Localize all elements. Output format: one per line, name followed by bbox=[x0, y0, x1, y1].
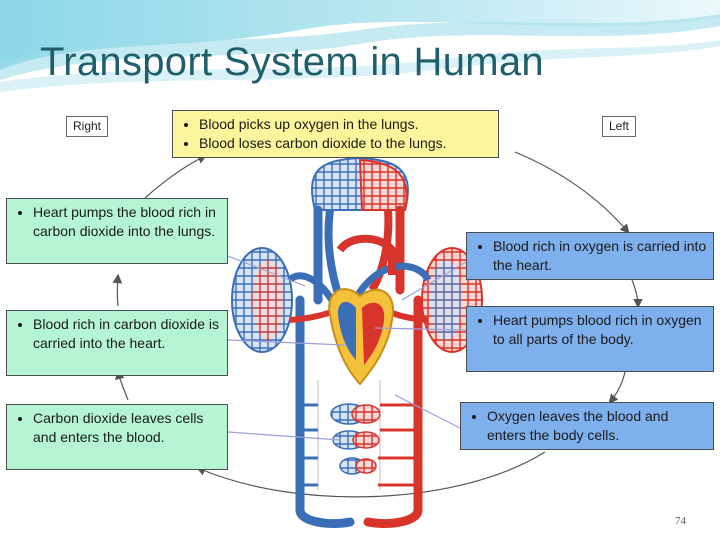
flow-arrow-right-2 bbox=[608, 371, 626, 404]
flow-arrow-left-1 bbox=[115, 369, 129, 401]
lungs-info-item: Blood picks up oxygen in the lungs. bbox=[199, 115, 492, 134]
aorta-loop bbox=[363, 205, 423, 528]
box-text: Blood rich in carbon dioxide is carried … bbox=[33, 315, 221, 353]
box-text: Blood rich in oxygen is carried into the… bbox=[493, 237, 707, 275]
oxygen-leaves-blood-box: Oxygen leaves the blood and enters the b… bbox=[460, 402, 714, 450]
box-text: Oxygen leaves the blood and enters the b… bbox=[487, 407, 707, 445]
lungs-info-box: Blood picks up oxygen in the lungs. Bloo… bbox=[172, 110, 499, 158]
heart-pumps-to-lungs-box: Heart pumps the blood rich in carbon dio… bbox=[6, 198, 228, 264]
header-wave-banner bbox=[0, 0, 720, 110]
slide-title: Transport System in Human bbox=[40, 40, 544, 84]
box-text: Carbon dioxide leaves cells and enters t… bbox=[33, 409, 221, 447]
pointer-line bbox=[227, 255, 306, 287]
box-text: Heart pumps the blood rich in carbon dio… bbox=[33, 203, 221, 241]
heart bbox=[328, 288, 395, 386]
left-side-label: Left bbox=[602, 116, 637, 137]
page-number: 74 bbox=[675, 515, 686, 527]
heart-pumps-to-body-box: Heart pumps blood rich in oxygen to all … bbox=[466, 306, 714, 372]
oxygen-blood-to-heart-box: Blood rich in oxygen is carried into the… bbox=[466, 232, 714, 280]
co2-blood-to-heart-box: Blood rich in carbon dioxide is carried … bbox=[6, 310, 228, 376]
lungs-info-item: Blood loses carbon dioxide to the lungs. bbox=[199, 134, 492, 153]
pointer-line bbox=[227, 339, 346, 346]
flow-arrow-top-right bbox=[514, 151, 630, 234]
pointer-line bbox=[394, 394, 461, 429]
right-side-label: Right bbox=[66, 116, 109, 137]
co2-leaves-cells-box: Carbon dioxide leaves cells and enters t… bbox=[6, 404, 228, 470]
flow-arrow-right-1 bbox=[631, 279, 643, 309]
pointer-line bbox=[374, 327, 467, 331]
box-text: Heart pumps blood rich in oxygen to all … bbox=[493, 311, 707, 349]
vena-cava-loop bbox=[295, 205, 355, 528]
pointer-line bbox=[227, 431, 341, 441]
pointer-line bbox=[401, 261, 467, 301]
flow-arrow-left-2 bbox=[112, 273, 123, 307]
flow-arrow-top-left bbox=[144, 154, 208, 199]
flow-arrow-bottom bbox=[195, 451, 546, 498]
